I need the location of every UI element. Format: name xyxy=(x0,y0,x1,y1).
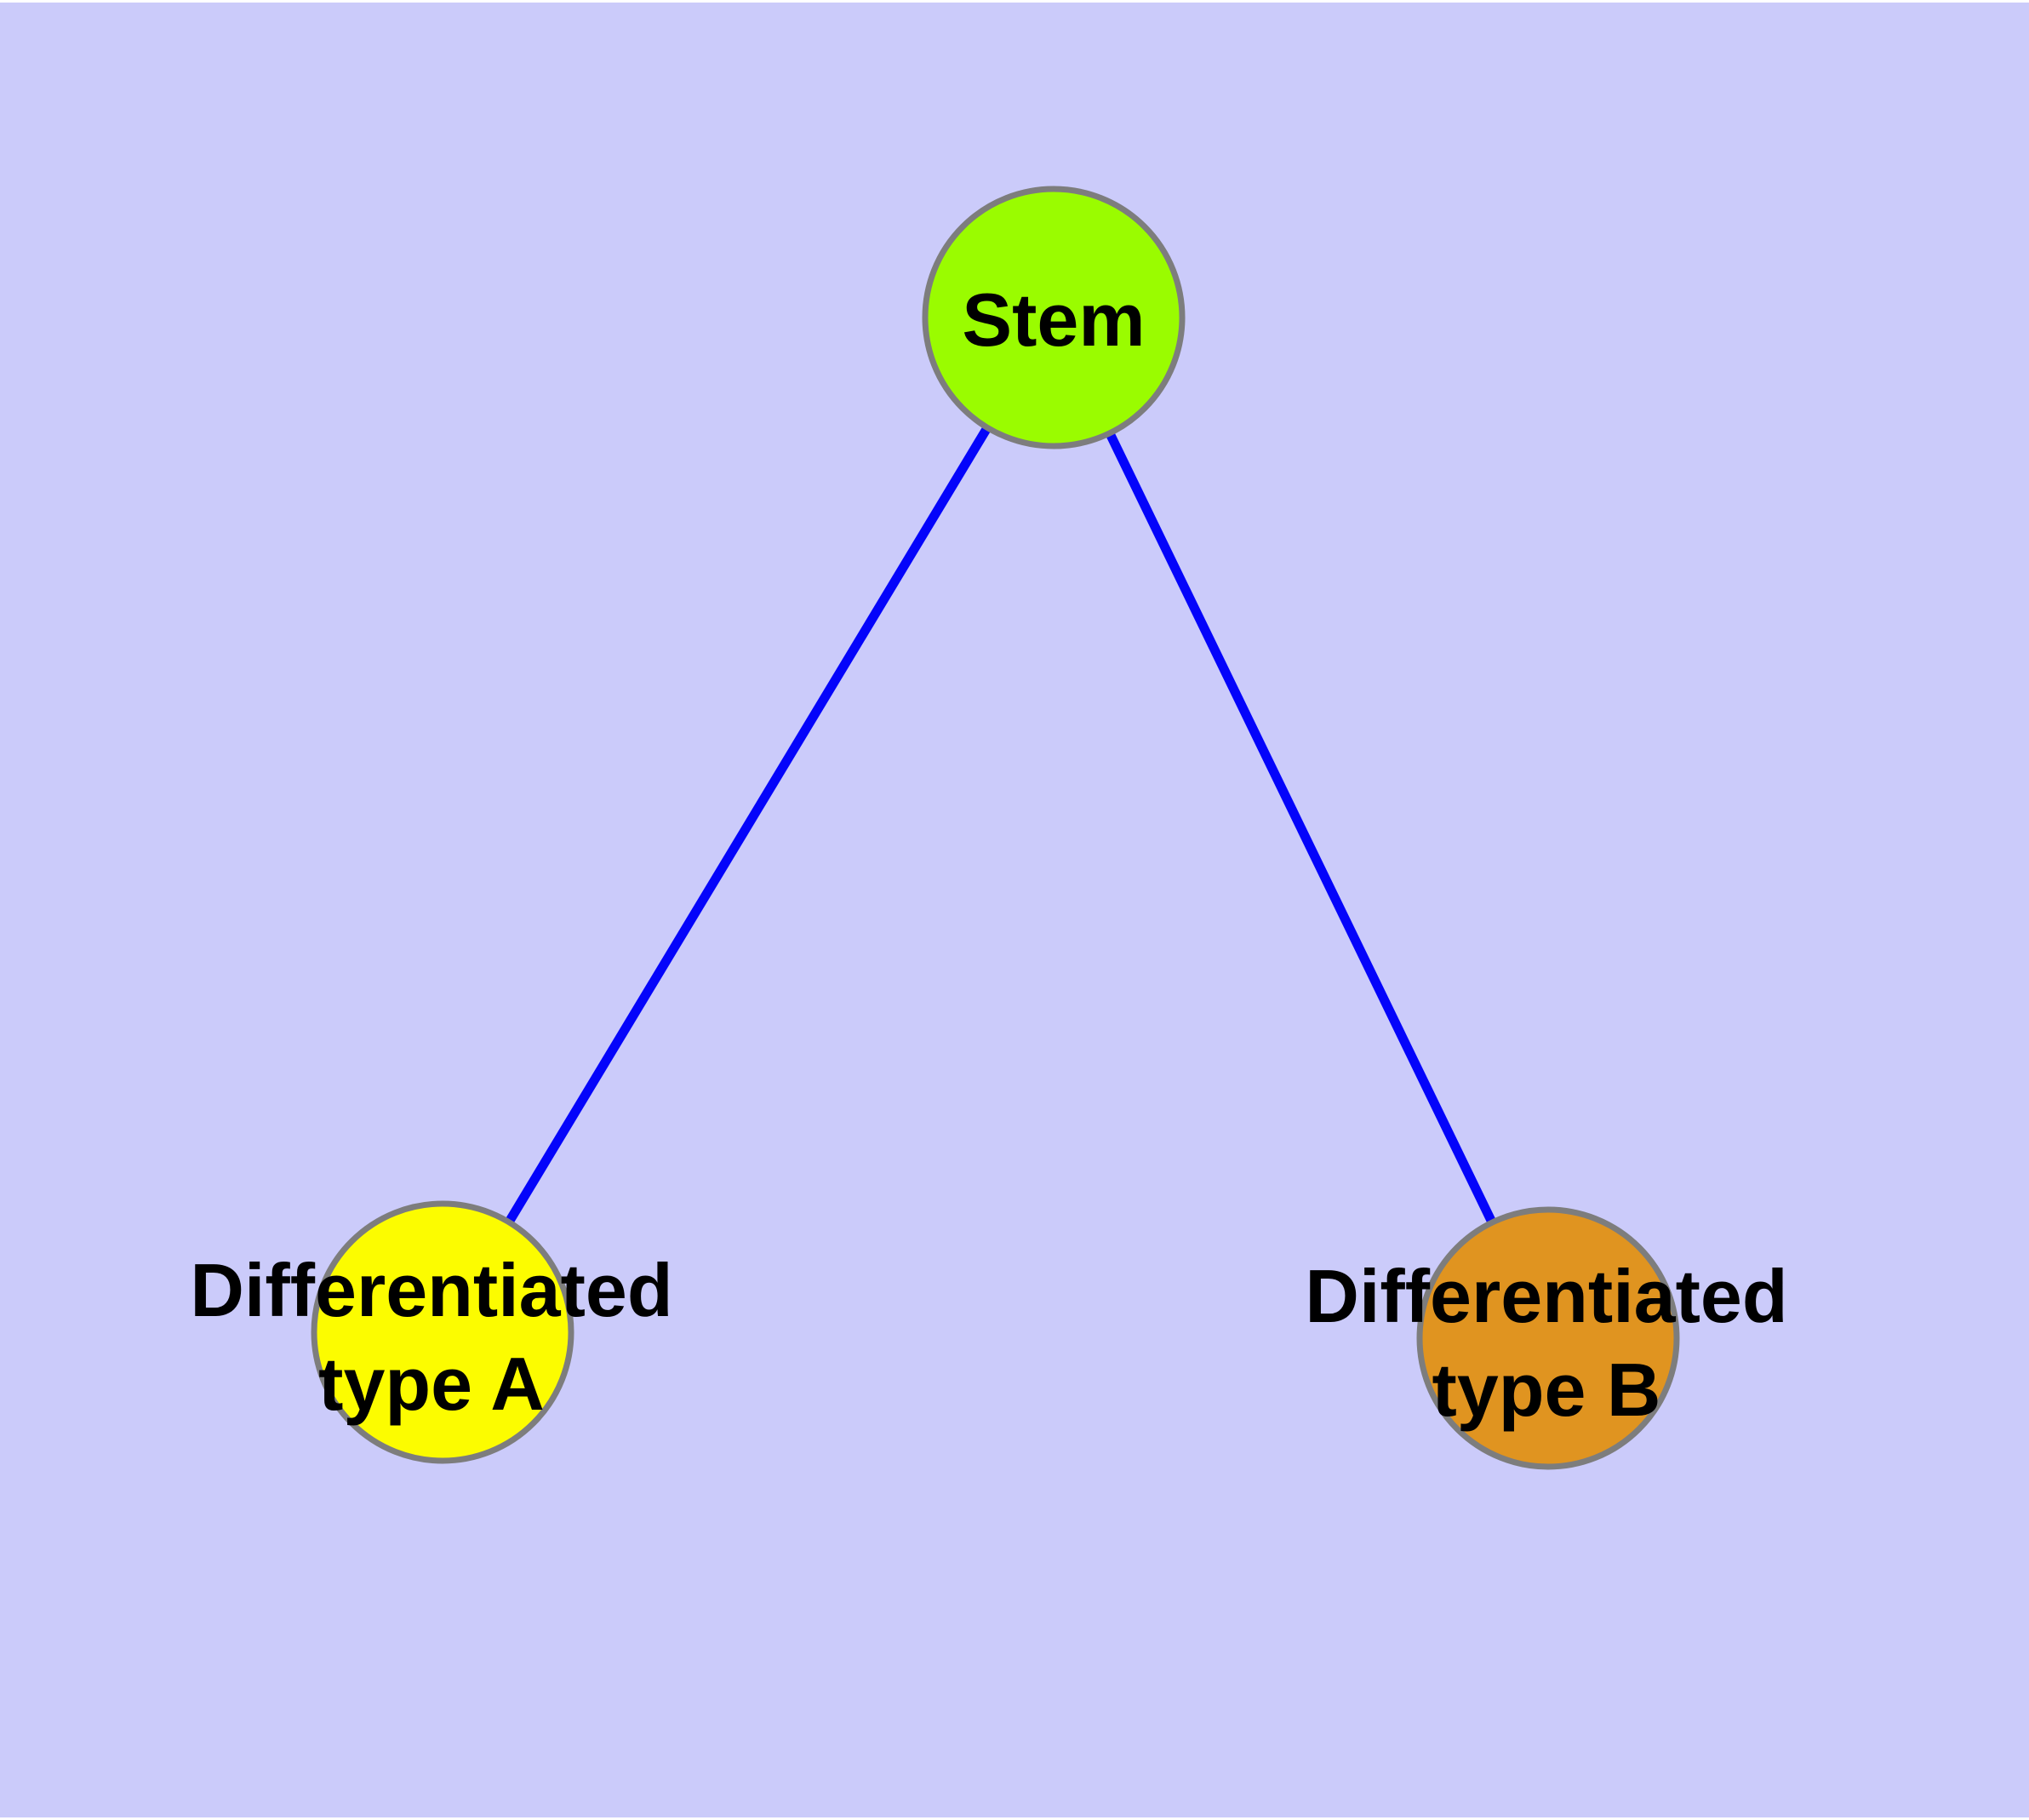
node-differentiated-type-a-label-line1: Differentiated xyxy=(190,1248,672,1332)
node-stem-circle[interactable] xyxy=(922,186,1186,449)
node-differentiated-type-a[interactable]: Differentiated type A xyxy=(190,1200,673,1464)
node-differentiated-type-b[interactable]: Differentiated type B xyxy=(1305,1206,1788,1470)
node-stem-label: Stem xyxy=(962,278,1145,362)
node-differentiated-type-b-label-line1: Differentiated xyxy=(1305,1254,1787,1338)
node-differentiated-type-b-label-line2: type B xyxy=(1432,1348,1661,1432)
node-differentiated-type-a-circle[interactable] xyxy=(311,1200,574,1464)
edge-stem-to-type-b xyxy=(1049,315,1552,1341)
node-stem[interactable]: Stem xyxy=(922,186,1186,449)
node-differentiated-type-b-circle[interactable] xyxy=(1416,1206,1680,1470)
node-differentiated-type-a-label-line2: type A xyxy=(318,1342,545,1426)
edge-stem-to-type-a xyxy=(438,315,1058,1335)
